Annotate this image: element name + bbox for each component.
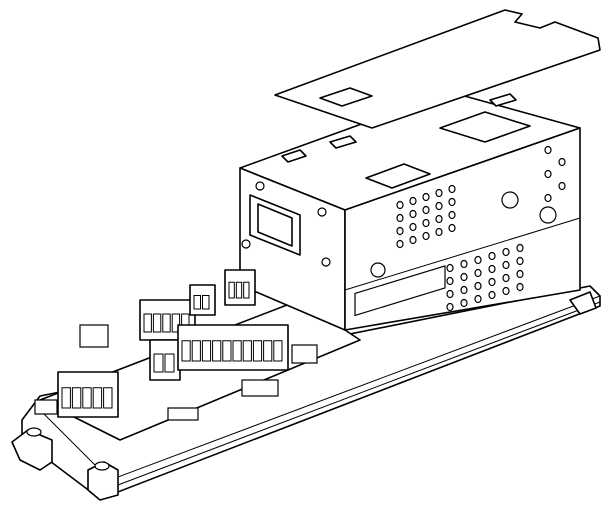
terminal-blocks <box>57 269 289 418</box>
vent-hole <box>460 285 468 295</box>
vent-hole <box>558 181 566 191</box>
plate-window <box>439 111 531 143</box>
vent-hole <box>446 276 454 286</box>
vent-hole <box>474 255 482 265</box>
vent-hole <box>446 302 454 312</box>
terminal-block <box>189 284 216 316</box>
vent-hole <box>448 223 456 233</box>
vent-hole <box>502 260 510 270</box>
vent-hole <box>409 209 417 219</box>
vent-hole <box>502 286 510 296</box>
plate-cutout <box>319 87 373 107</box>
vent-hole <box>448 184 456 194</box>
vent-hole <box>446 263 454 273</box>
vent-hole <box>435 227 443 237</box>
vent-hole <box>422 218 430 228</box>
vent-hole <box>448 197 456 207</box>
vent-hole <box>488 264 496 274</box>
vent-hole <box>544 169 552 179</box>
vent-hole <box>422 231 430 241</box>
vent-hole <box>460 272 468 282</box>
power-socket <box>249 194 301 256</box>
vent-hole <box>396 226 404 236</box>
vent-hole <box>422 192 430 202</box>
vent-hole <box>488 277 496 287</box>
screw-heads <box>241 181 557 278</box>
cover-plate <box>274 9 601 143</box>
vent-hole <box>460 298 468 308</box>
vent-hole <box>516 269 524 279</box>
vent-hole <box>435 188 443 198</box>
vent-hole <box>474 294 482 304</box>
vent-hole <box>448 210 456 220</box>
terminal-block <box>57 371 119 418</box>
terminal-block <box>224 269 256 306</box>
vent-hole <box>558 157 566 167</box>
vent-hole <box>516 256 524 266</box>
vent-hole <box>396 213 404 223</box>
vent-hole <box>502 247 510 257</box>
vent-hole <box>544 193 552 203</box>
vent-hole <box>516 282 524 292</box>
vent-hole <box>396 239 404 249</box>
vent-hole <box>516 243 524 253</box>
mounting-foot-left <box>11 427 53 471</box>
ventilation-holes <box>396 145 566 312</box>
vent-hole <box>435 201 443 211</box>
vent-hole <box>409 222 417 232</box>
vent-hole <box>422 205 430 215</box>
vent-hole <box>460 259 468 269</box>
terminal-block <box>177 324 289 371</box>
vent-hole <box>446 289 454 299</box>
vent-hole <box>435 214 443 224</box>
vent-hole <box>396 200 404 210</box>
top-tabs <box>281 93 517 163</box>
vent-hole <box>488 251 496 261</box>
terminal-block <box>149 339 181 381</box>
vent-hole <box>502 273 510 283</box>
vent-hole <box>488 290 496 300</box>
vent-hole <box>409 196 417 206</box>
vent-hole <box>409 235 417 245</box>
vent-hole <box>474 268 482 278</box>
vent-hole <box>474 281 482 291</box>
mounting-foot-right <box>569 291 597 315</box>
mounting-foot-front <box>87 461 119 501</box>
vent-hole <box>544 145 552 155</box>
connectors <box>34 324 318 421</box>
handle-cutout <box>365 163 431 189</box>
